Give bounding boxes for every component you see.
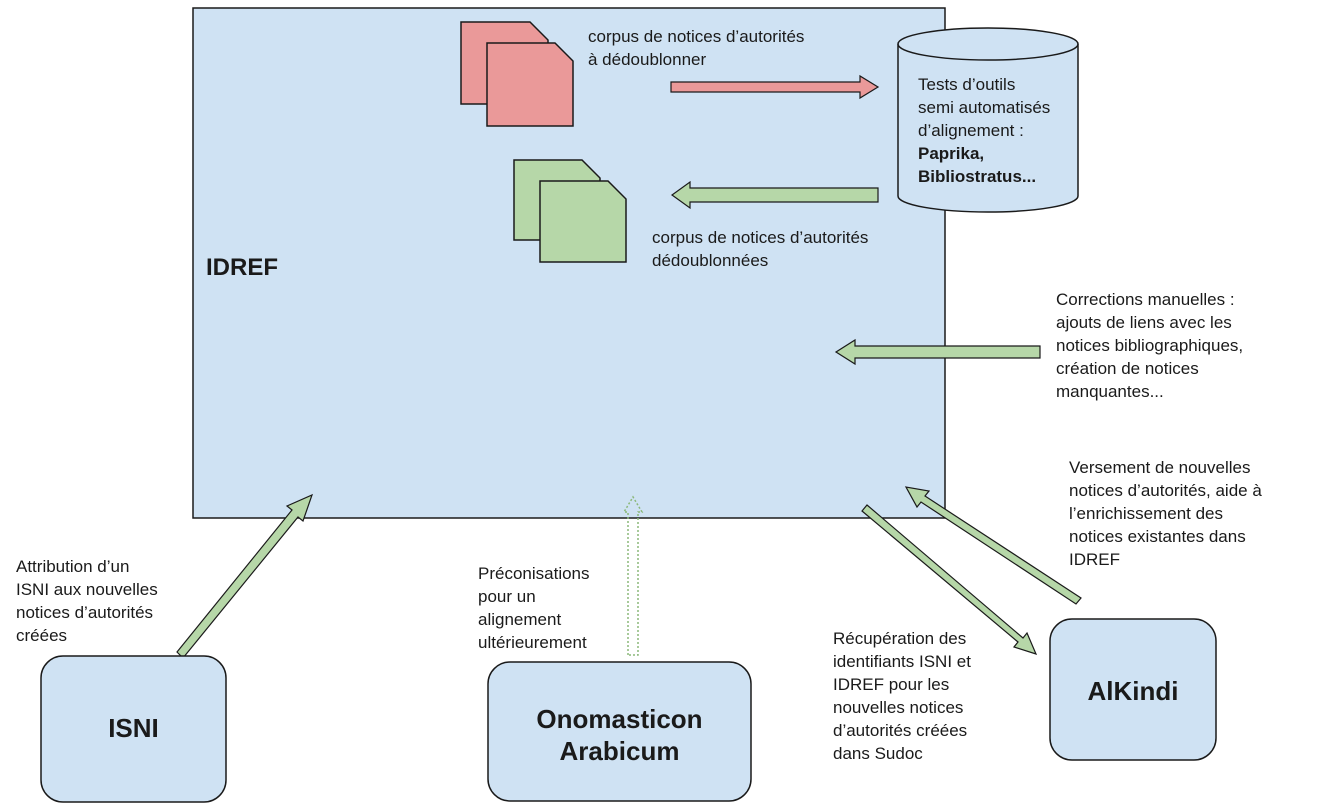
manual-corrections-label: Corrections manuelles : ajouts de liens … (1056, 290, 1244, 401)
alkindi-node-label: AlKindi (1087, 676, 1179, 706)
idref-title: IDREF (206, 254, 278, 281)
arrow-to-database (670, 74, 880, 100)
database-cylinder (897, 27, 1079, 213)
attribution-label: Attribution d’un ISNI aux nouvelles noti… (16, 557, 158, 645)
arrow-idref-to-alkindi (861, 504, 1038, 655)
arrow-from-database (670, 180, 879, 210)
green-documents-icon (513, 159, 627, 263)
arrow-onomasticon-dotted (622, 495, 644, 656)
onomasticon-node-label: Onomasticon Arabicum (536, 704, 703, 766)
recuperation-label: Récupération des identifiants ISNI et ID… (833, 629, 971, 763)
arrow-isni-to-idref (176, 493, 314, 659)
corpus-dedup-label: corpus de notices d’autorités dédoublonn… (652, 228, 869, 270)
corpus-to-dedup-label: corpus de notices d’autorités à dédoublo… (588, 27, 805, 69)
versement-label: Versement de nouvelles notices d’autorit… (1069, 458, 1262, 569)
preconisations-label: Préconisations pour un alignement ultéri… (478, 564, 590, 652)
arrow-manual-corrections (834, 338, 1041, 366)
arrow-alkindi-to-idref (904, 486, 1082, 605)
isni-node-label: ISNI (108, 713, 159, 743)
alkindi-node (1049, 618, 1217, 761)
red-documents-icon (460, 21, 574, 127)
database-label: Tests d’outils semi automatisés d’aligne… (918, 75, 1051, 186)
onomasticon-node (487, 661, 752, 802)
isni-node (40, 655, 227, 803)
